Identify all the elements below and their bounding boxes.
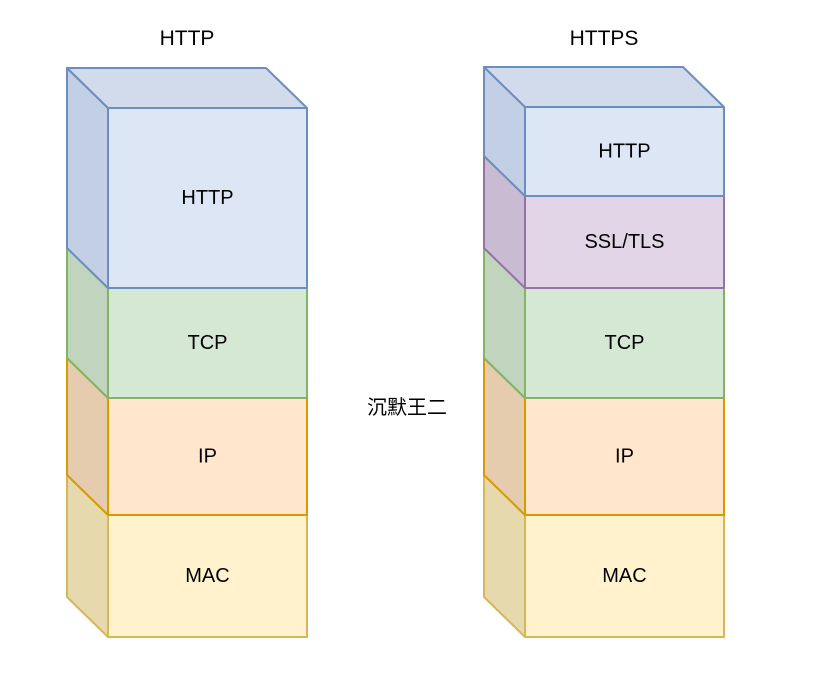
- layer-label-http: HTTP: [598, 141, 650, 163]
- layer-front-face: [107, 107, 308, 289]
- layer-label-tcp: TCP: [605, 332, 645, 354]
- stack-title-0: HTTP: [160, 27, 215, 50]
- layer-label-ip: IP: [615, 446, 634, 468]
- layer-top-face: [483, 66, 725, 108]
- layer-top-face: [66, 67, 308, 109]
- layer-label-mac: MAC: [602, 565, 646, 587]
- layer-label-mac: MAC: [185, 565, 229, 587]
- layer-label-ip: IP: [198, 446, 217, 468]
- watermark: 沉默王二: [367, 397, 447, 419]
- stack-0-layer-http: HTTP: [66, 67, 308, 289]
- stack-0-layer-ip: IP: [66, 357, 308, 516]
- stack-1-layer-mac: MAC: [483, 474, 725, 638]
- stack-title-1: HTTPS: [570, 27, 639, 50]
- layer-label-ssl-tls: SSL/TLS: [584, 231, 664, 253]
- stack-1-layer-http: HTTP: [483, 66, 725, 197]
- stack-0-layer-tcp: TCP: [66, 247, 308, 399]
- stack-1-layer-ssl-tls: SSL/TLS: [483, 155, 725, 289]
- layer-label-tcp: TCP: [188, 332, 228, 354]
- layer-label-http: HTTP: [181, 187, 233, 209]
- stack-0-layer-mac: MAC: [66, 474, 308, 638]
- layer-front-face: [524, 106, 725, 197]
